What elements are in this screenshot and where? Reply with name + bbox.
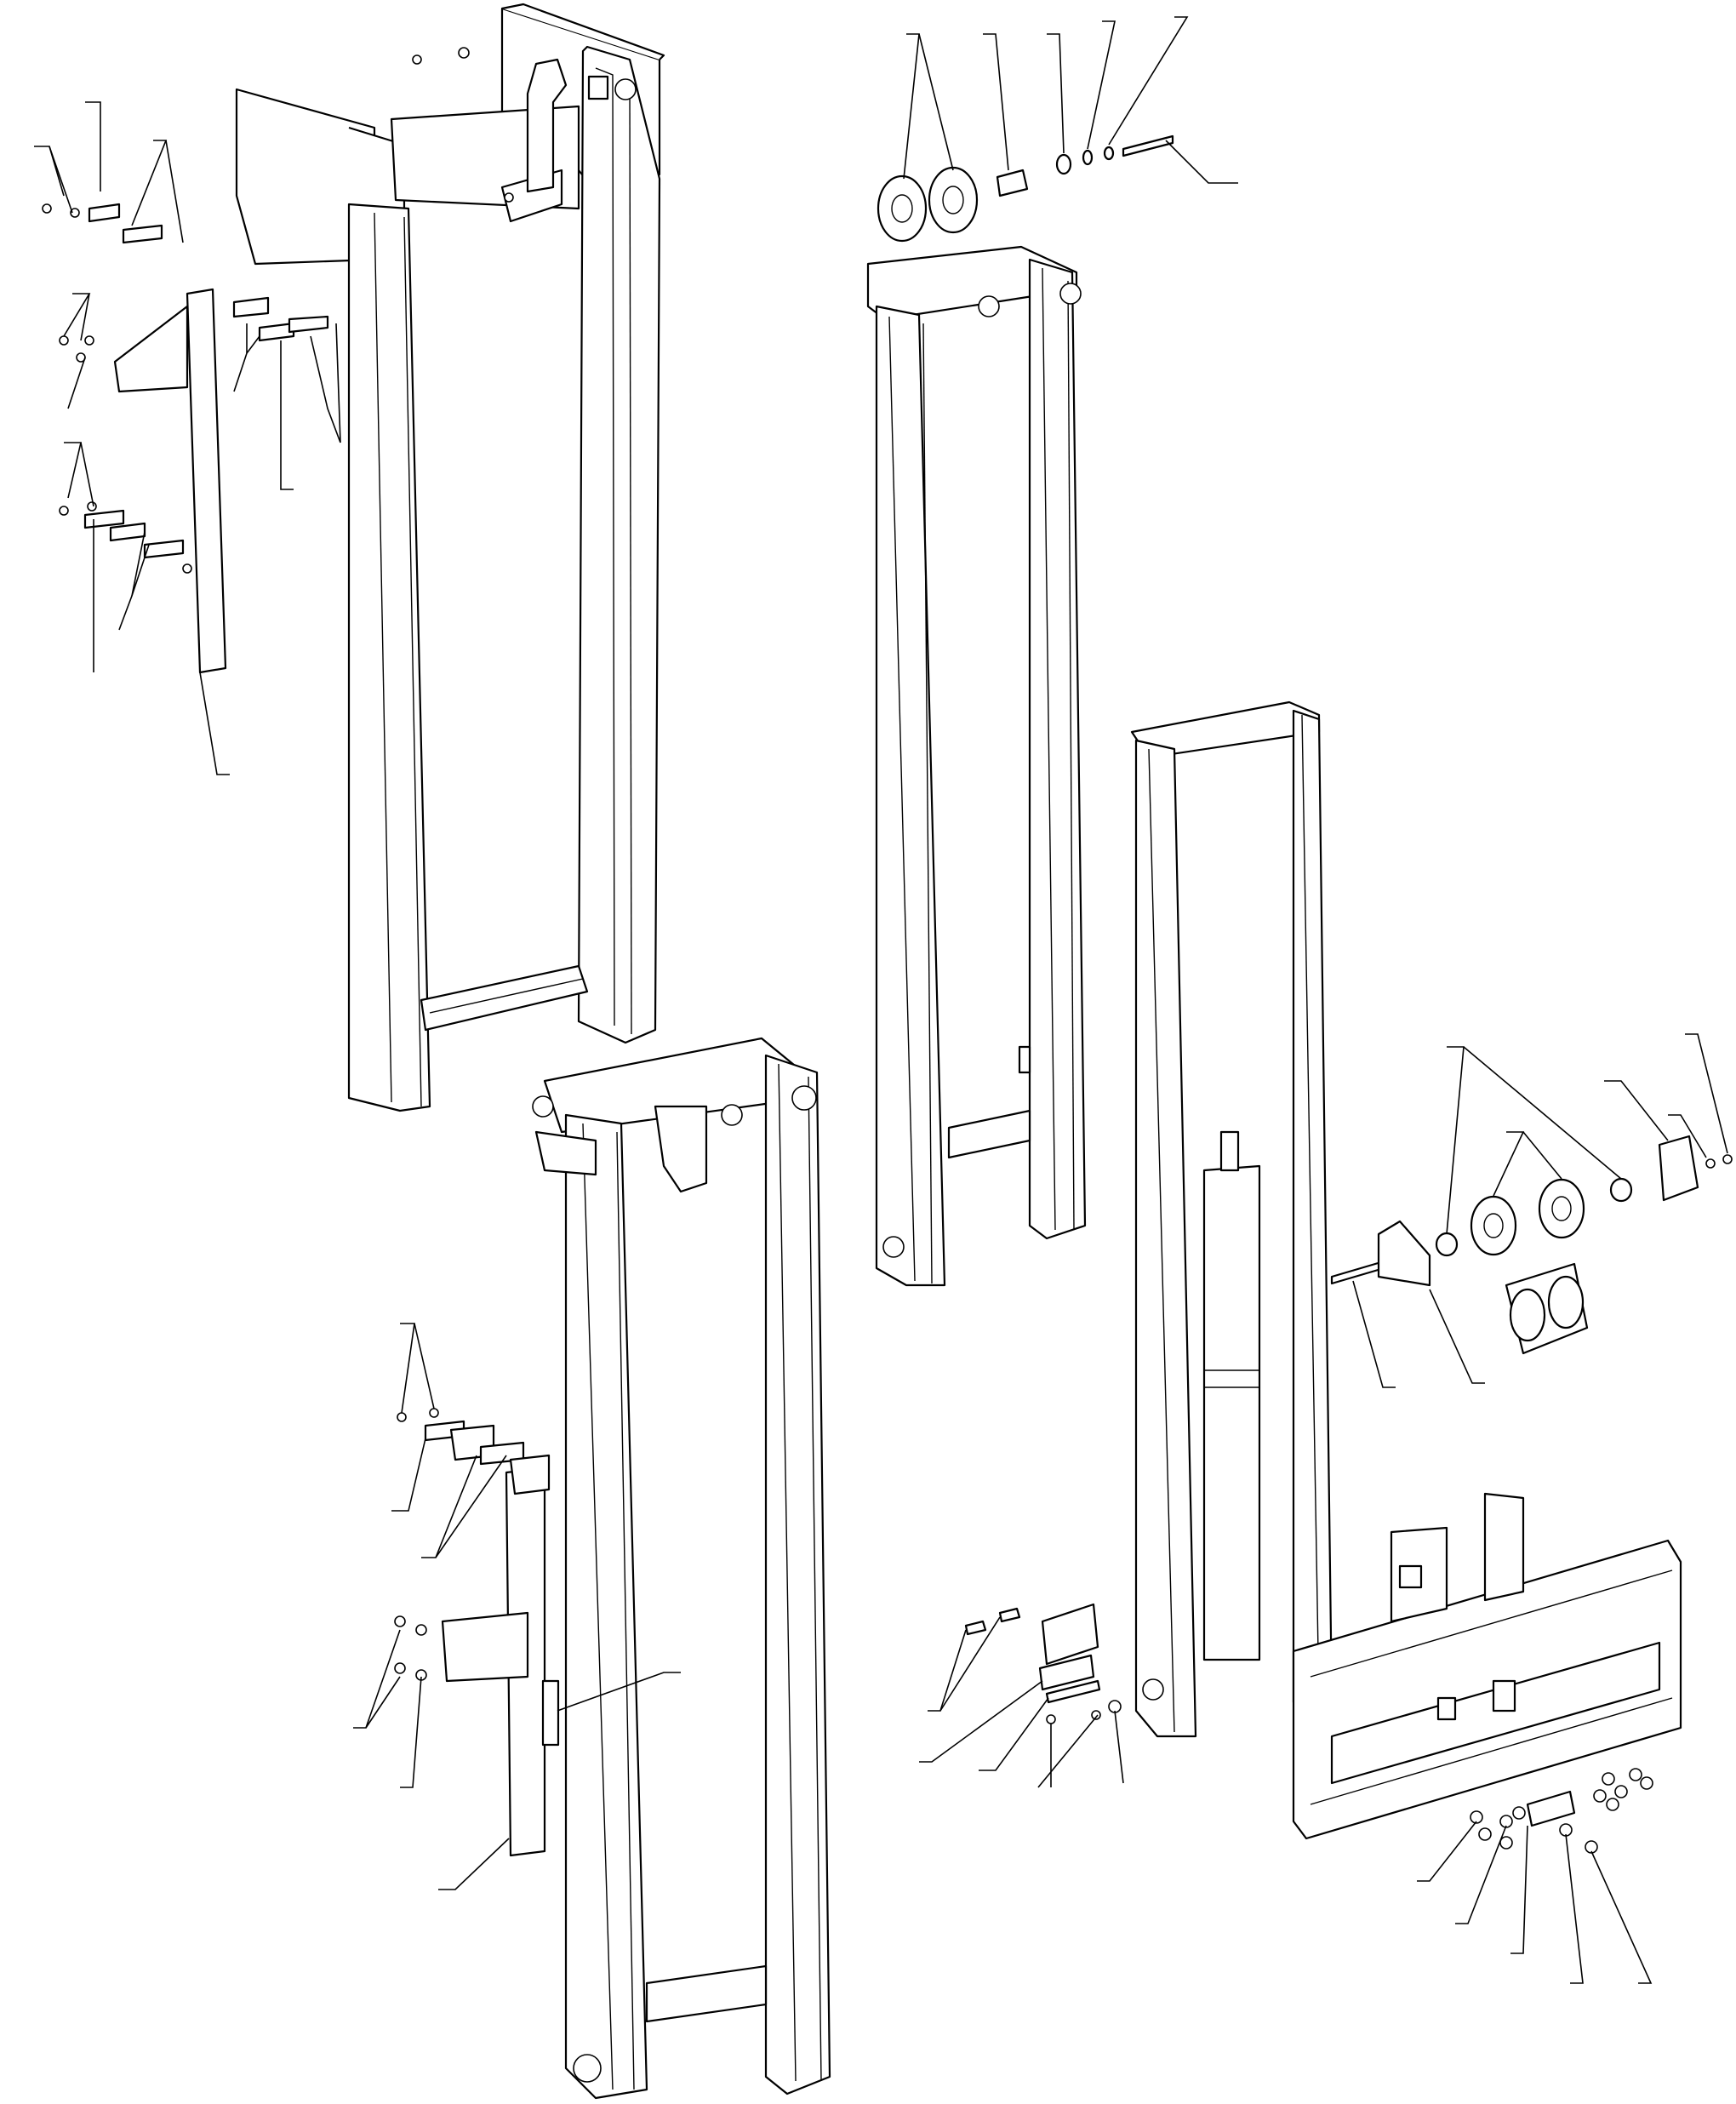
leader-lines	[34, 16, 1728, 1984]
carriage-roller-kit	[1330, 1135, 1733, 1355]
side-shift-strip-upper	[42, 203, 329, 674]
intermediate-mast-channel	[866, 245, 1087, 1287]
hose-fitting-kit	[1470, 1768, 1653, 1854]
inner-mast-channel	[532, 1037, 831, 2100]
chain-anchor-kit	[964, 1603, 1122, 1724]
fork-carriage	[1292, 1492, 1682, 1840]
lift-cylinder-channel	[1130, 700, 1333, 1738]
top-roller-kit	[877, 134, 1174, 243]
outer-mast-channel	[235, 3, 665, 1112]
side-shift-strip-lower	[394, 1408, 560, 1857]
